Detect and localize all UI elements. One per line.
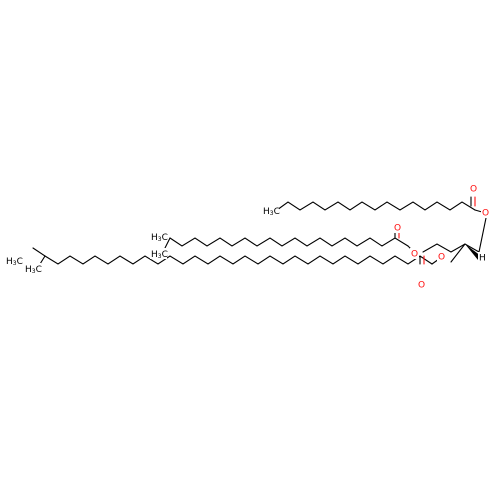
- chain-middle: [164, 232, 414, 252]
- atom-labels: H3C O O H3C H3C O O H3C H3C: [5, 183, 490, 291]
- backbone-bonds: [422, 243, 480, 253]
- chain-top: [276, 196, 483, 213]
- atom-label-ch3-middle-b: H3C: [151, 250, 168, 260]
- atom-label-oxygen-top-ester: O: [482, 209, 489, 219]
- atom-label-oxygen-bottom-carbonyl: O: [418, 281, 425, 291]
- atom-label-ch3-top: H3C: [263, 207, 280, 217]
- atom-label-hydrogen: H: [479, 254, 486, 264]
- atom-label-ch3-middle-a: H3C: [151, 233, 168, 243]
- atom-label-oxygen-bottom-ester: O: [438, 253, 445, 263]
- chain-top-bonds: [276, 201, 476, 211]
- backbone-lower-link: [450, 243, 466, 263]
- chain-top-ester-bond: [474, 209, 483, 213]
- chain-middle-branch-bond: [164, 237, 171, 249]
- backbone-top-link: [478, 217, 487, 253]
- atom-label-ch3-bottom-a: H3C: [6, 257, 23, 267]
- chain-bottom-bonds: [32, 247, 433, 265]
- stereo-wedge: [465, 244, 481, 260]
- chain-bottom-branch-bond: [39, 255, 46, 265]
- chain-bottom: [32, 247, 440, 265]
- atom-label-oxygen-middle-ester: O: [411, 250, 418, 260]
- atom-label-ch3-bottom-b: H3C: [25, 265, 42, 275]
- atom-label-oxygen-top-carbonyl: O: [470, 185, 477, 195]
- atom-label-oxygen-middle-carbonyl: O: [394, 224, 401, 234]
- glycerol-backbone: [422, 217, 487, 263]
- chain-middle-bonds: [169, 237, 409, 247]
